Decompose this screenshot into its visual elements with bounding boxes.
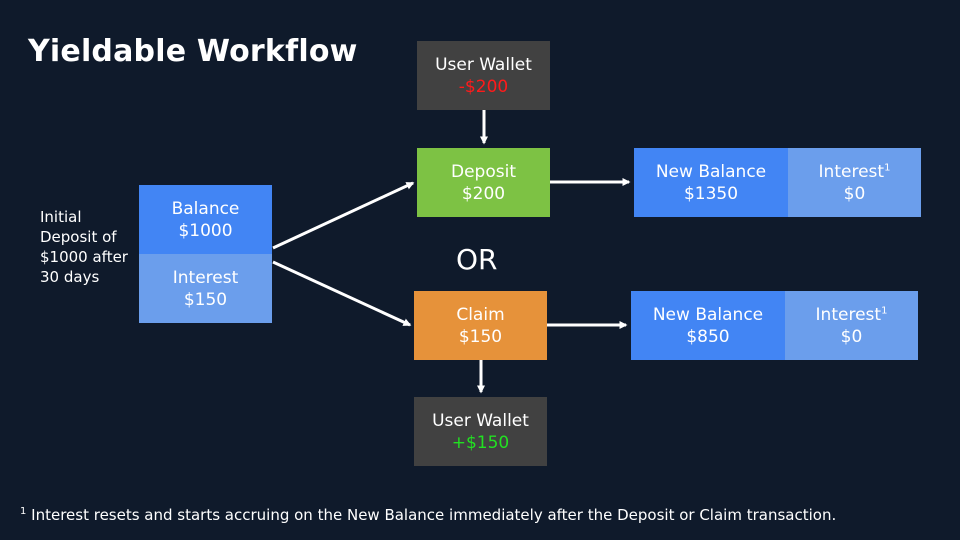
- claim-new-balance-box: New Balance $850: [631, 291, 785, 360]
- bottom-wallet-value: +$150: [451, 432, 510, 453]
- start-balance-box: Balance $1000: [139, 185, 272, 254]
- claim-interest-box: Interest1 $0: [785, 291, 918, 360]
- deposit-label: Deposit: [451, 161, 516, 182]
- deposit-interest-heading: Interest1: [819, 161, 891, 183]
- top-user-wallet-box: User Wallet -$200: [417, 41, 550, 110]
- footnote: 1 Interest resets and starts accruing on…: [20, 506, 836, 524]
- claim-box: Claim $150: [414, 291, 547, 360]
- footnote-text: Interest resets and starts accruing on t…: [31, 506, 837, 524]
- or-label: OR: [456, 243, 498, 276]
- start-balance-label: Balance: [171, 198, 240, 219]
- footnote-marker: 1: [20, 506, 27, 517]
- page-title: Yieldable Workflow: [28, 34, 358, 69]
- claim-value: $150: [458, 326, 503, 347]
- deposit-new-balance-label: New Balance: [655, 161, 767, 182]
- claim-interest-label: Interest: [815, 304, 882, 325]
- claim-interest-value: $0: [840, 326, 863, 347]
- start-interest-label: Interest: [172, 267, 239, 288]
- claim-interest-heading: Interest1: [816, 304, 888, 326]
- claim-new-balance-label: New Balance: [652, 304, 764, 325]
- arrow-start-to-deposit: [272, 181, 415, 250]
- deposit-interest-value: $0: [843, 183, 866, 204]
- deposit-interest-footnote-marker: 1: [884, 161, 891, 173]
- deposit-new-balance-value: $1350: [683, 183, 739, 204]
- bottom-wallet-label: User Wallet: [432, 410, 529, 431]
- bottom-user-wallet-box: User Wallet +$150: [414, 397, 547, 466]
- claim-label: Claim: [456, 304, 505, 325]
- top-wallet-label: User Wallet: [435, 54, 532, 75]
- claim-new-balance-value: $850: [686, 326, 730, 347]
- deposit-box: Deposit $200: [417, 148, 550, 217]
- start-balance-value: $1000: [178, 220, 233, 241]
- start-interest-box: Interest $150: [139, 254, 272, 323]
- claim-interest-footnote-marker: 1: [881, 304, 888, 316]
- deposit-new-balance-box: New Balance $1350: [634, 148, 788, 217]
- deposit-interest-box: Interest1 $0: [788, 148, 921, 217]
- top-wallet-value: -$200: [458, 76, 509, 97]
- start-interest-value: $150: [183, 289, 228, 310]
- deposit-value: $200: [461, 183, 506, 204]
- initial-deposit-note: Initial Deposit of $1000 after 30 days: [40, 208, 128, 286]
- deposit-interest-label: Interest: [818, 161, 885, 182]
- arrow-start-to-claim: [272, 260, 412, 327]
